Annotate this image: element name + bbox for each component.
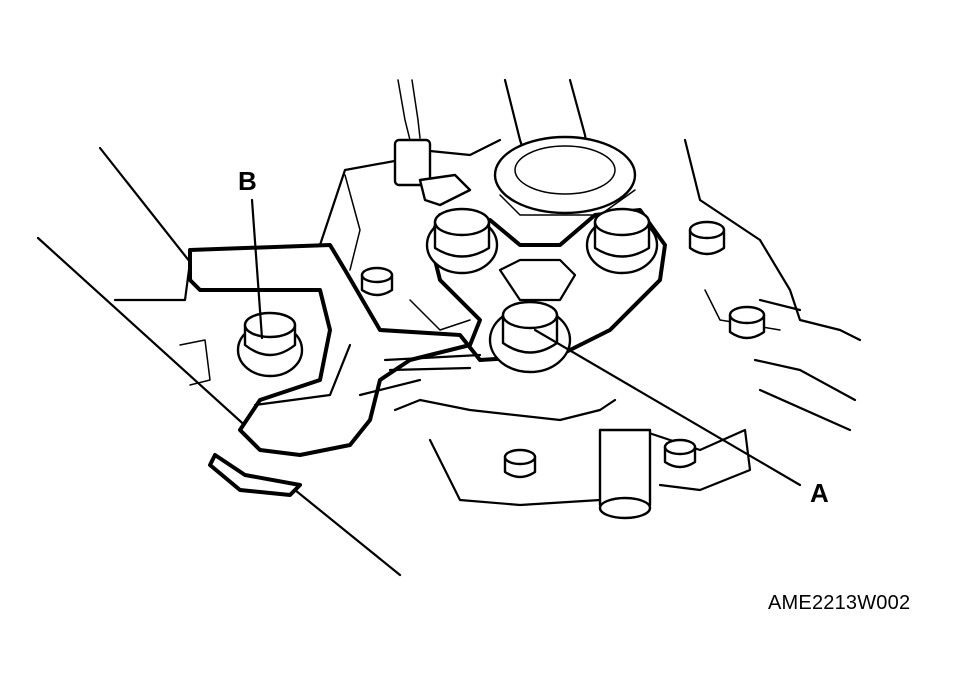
- drain-pipe: [598, 428, 652, 520]
- bolt-a: [488, 300, 572, 374]
- shift-rod: [493, 78, 637, 216]
- callout-label-b: B: [238, 166, 257, 196]
- wiring-connector: [393, 79, 472, 207]
- callout-label-a: A: [810, 478, 829, 508]
- bracket-bolts: [425, 207, 659, 275]
- bolt-b: [236, 311, 304, 378]
- case-bolts: [360, 220, 766, 479]
- leader-lines: [250, 198, 802, 487]
- figure-code: AME2213W002: [768, 592, 911, 614]
